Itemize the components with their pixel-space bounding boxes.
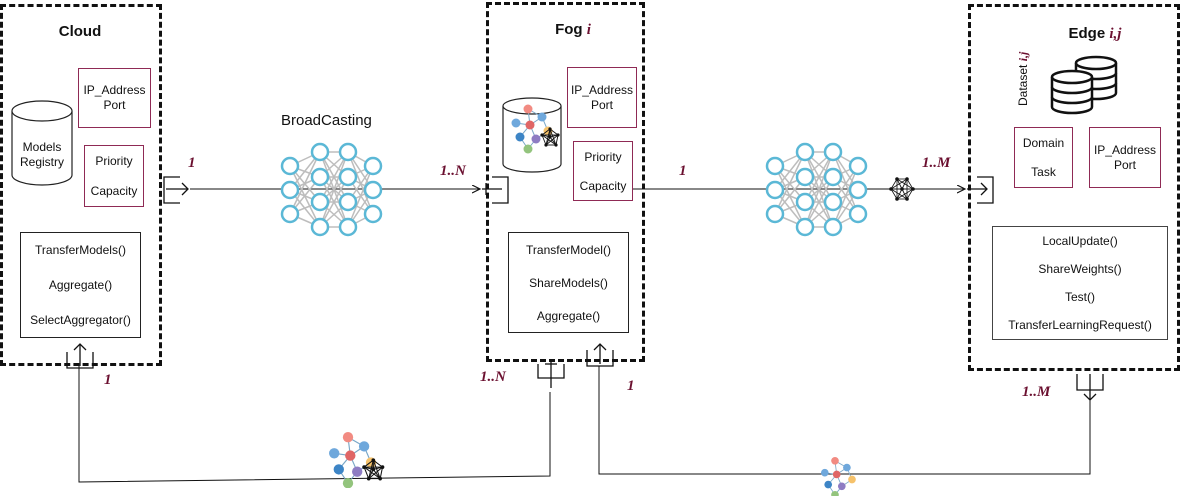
port-icon (586, 343, 614, 367)
neuron (363, 156, 383, 176)
priority-label: Priority (95, 154, 133, 168)
neuron (765, 180, 785, 200)
neuron (765, 204, 785, 224)
multiplicity-edge-bottom-out: 1..M (1022, 384, 1051, 400)
multiplicity-fog-bottom-out: 1..N (480, 369, 506, 385)
cloud-panel (0, 4, 162, 366)
neuron (823, 142, 843, 162)
edge-domain-box: Domain Task (1014, 127, 1073, 188)
method-share-weights: ShareWeights() (1038, 262, 1122, 276)
fog-to-cloud-return-line (78, 366, 551, 483)
fog-resources-box: Priority Capacity (573, 141, 633, 201)
multiplicity-edge-in: 1..M (922, 155, 951, 171)
neuron (795, 192, 815, 212)
neuron (823, 167, 843, 187)
neuron (310, 167, 330, 187)
ip-address-label: IP_Address (83, 83, 146, 97)
method-aggregate: Aggregate() (536, 308, 601, 323)
neuron (795, 217, 815, 237)
edge-panel (968, 4, 1180, 371)
neuron (310, 192, 330, 212)
domain-label: Domain (1022, 135, 1065, 150)
method-share-models: ShareModels() (529, 275, 608, 290)
neuron (823, 192, 843, 212)
neuron (280, 204, 300, 224)
multiplicity-fog-in: 1..N (440, 163, 466, 179)
neuron (363, 180, 383, 200)
multiplicity-cloud-out: 1 (188, 155, 196, 171)
broadcasting-label: BroadCasting (281, 112, 372, 129)
model-cluster-icon (511, 104, 560, 154)
neuron (765, 156, 785, 176)
priority-label: Priority (584, 149, 622, 164)
neuron (363, 204, 383, 224)
model-icon (889, 177, 915, 201)
method-local-update: LocalUpdate() (1042, 234, 1118, 248)
fog-title: Fog i (555, 21, 591, 38)
neuron (280, 156, 300, 176)
neuron (338, 217, 358, 237)
edge-to-fog-return-line (598, 366, 1091, 475)
capacity-label: Capacity (579, 178, 627, 193)
neuron (338, 192, 358, 212)
method-select-aggregator: SelectAggregator() (30, 312, 131, 327)
neuron (795, 142, 815, 162)
model-cluster-icon (329, 432, 385, 488)
neuron (823, 217, 843, 237)
multiplicity-cloud-bottom: 1 (104, 372, 112, 388)
method-transfer-models: TransferModels() (35, 243, 126, 258)
models-registry-label: Models Registry (19, 140, 64, 169)
multiplicity-fog-bottom-in: 1 (627, 378, 635, 394)
fog-panel (486, 2, 645, 362)
edge-methods-box: LocalUpdate() ShareWeights() Test() Tran… (992, 226, 1168, 340)
neuron (848, 204, 868, 224)
neuron (310, 217, 330, 237)
ip-address-label: IP_Address (570, 82, 634, 97)
task-label: Task (1031, 165, 1056, 180)
neuron (848, 180, 868, 200)
model-cluster-icon (820, 456, 856, 496)
port-label: Port (1113, 157, 1136, 172)
port-label: Port (590, 97, 613, 112)
neuron (338, 167, 358, 187)
database-icon (1050, 55, 1118, 115)
port-icon (66, 343, 94, 369)
port-label: Port (103, 98, 126, 112)
neuron (338, 142, 358, 162)
cloud-title: Cloud (58, 23, 102, 40)
port-icon (537, 362, 565, 388)
cloud-resources-box: Priority Capacity (84, 145, 144, 207)
capacity-label: Capacity (90, 184, 138, 198)
ip-address-label: IP_Address (1093, 142, 1157, 157)
neural-network-icon (280, 142, 383, 237)
fog-methods-box: TransferModel() ShareModels() Aggregate(… (508, 232, 629, 333)
port-icon (967, 176, 994, 204)
neuron (280, 180, 300, 200)
method-test: Test() (1065, 290, 1095, 304)
neuron (310, 142, 330, 162)
port-icon (482, 176, 509, 204)
multiplicity-fog-out: 1 (679, 163, 687, 179)
neuron (795, 167, 815, 187)
port-icon (1076, 374, 1104, 401)
cloud-methods-box: TransferModels() Aggregate() SelectAggre… (20, 232, 141, 338)
neuron (848, 156, 868, 176)
dataset-label: Dataset i,j (1016, 51, 1030, 106)
database-icon (11, 100, 73, 186)
neural-network-icon (765, 142, 868, 237)
port-icon (163, 176, 189, 204)
method-transfer-learning-request: TransferLearningRequest() (1008, 318, 1152, 332)
method-transfer-model: TransferModel() (526, 242, 611, 257)
method-aggregate: Aggregate() (48, 277, 113, 292)
edge-title: Edge i,j (1068, 25, 1122, 42)
